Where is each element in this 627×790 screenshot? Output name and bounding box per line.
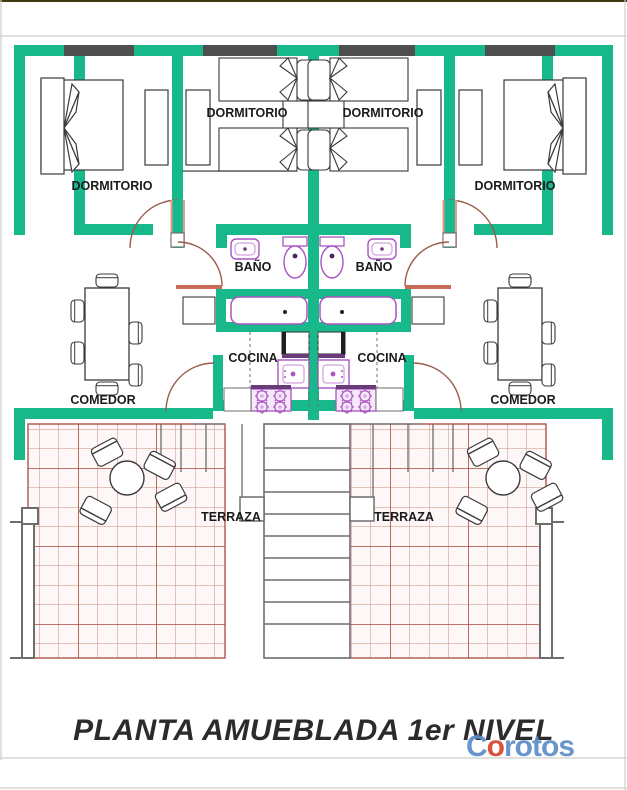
label-cocina-left: COCINA bbox=[228, 351, 277, 365]
bedroom-left-furniture bbox=[40, 77, 211, 175]
comedor-right-furniture bbox=[483, 273, 556, 396]
label-terraza-right: TERRAZA bbox=[374, 510, 434, 524]
door-cocina-right bbox=[412, 362, 462, 412]
door-cocina-left bbox=[165, 362, 215, 412]
terrace-right-floor bbox=[348, 423, 547, 659]
bano-left-fixtures bbox=[230, 236, 308, 325]
watermark-part-accent: o bbox=[486, 730, 505, 763]
window-openings bbox=[64, 45, 555, 56]
terrace-left-furniture bbox=[79, 437, 188, 525]
bano-right-fixtures bbox=[319, 236, 397, 325]
bedroom-right-furniture bbox=[416, 77, 587, 175]
label-comedor-right: COMEDOR bbox=[490, 393, 555, 407]
bedroom-inner-right-furniture bbox=[307, 57, 409, 172]
door-bedroom-right bbox=[442, 199, 498, 249]
corotos-watermark: Corotos bbox=[466, 730, 575, 764]
label-comedor-left: COMEDOR bbox=[70, 393, 135, 407]
staircase bbox=[239, 423, 375, 659]
terrace-railings bbox=[10, 507, 564, 659]
watermark-part-after: rotos bbox=[504, 730, 575, 763]
cocina-right-fixtures bbox=[317, 331, 404, 415]
label-dormitorio-right-inner: DORMITORIO bbox=[342, 106, 423, 120]
label-terraza-left: TERRAZA bbox=[201, 510, 261, 524]
page-title: PLANTA AMUEBLADA 1er NIVEL bbox=[73, 714, 554, 747]
comedor-left-furniture bbox=[70, 273, 143, 396]
terrace-left-floor bbox=[27, 423, 226, 659]
room-labels: DORMITORIO DORMITORIO BAÑO COCINA COMEDO… bbox=[70, 106, 555, 524]
door-bedroom-left bbox=[129, 199, 185, 249]
bedroom-inner-left-furniture bbox=[218, 57, 320, 172]
label-bano-right: BAÑO bbox=[356, 259, 393, 274]
label-dormitorio-left-inner: DORMITORIO bbox=[206, 106, 287, 120]
label-dormitorio-right-outer: DORMITORIO bbox=[474, 179, 555, 193]
door-bano-left bbox=[176, 241, 223, 289]
label-cocina-right: COCINA bbox=[357, 351, 406, 365]
door-bano-right bbox=[404, 241, 451, 289]
cocina-left-fixtures bbox=[223, 331, 310, 415]
label-bano-left: BAÑO bbox=[235, 259, 272, 274]
terrace-right-furniture bbox=[455, 437, 564, 525]
label-dormitorio-left-outer: DORMITORIO bbox=[71, 179, 152, 193]
watermark-part-before: C bbox=[466, 730, 488, 763]
